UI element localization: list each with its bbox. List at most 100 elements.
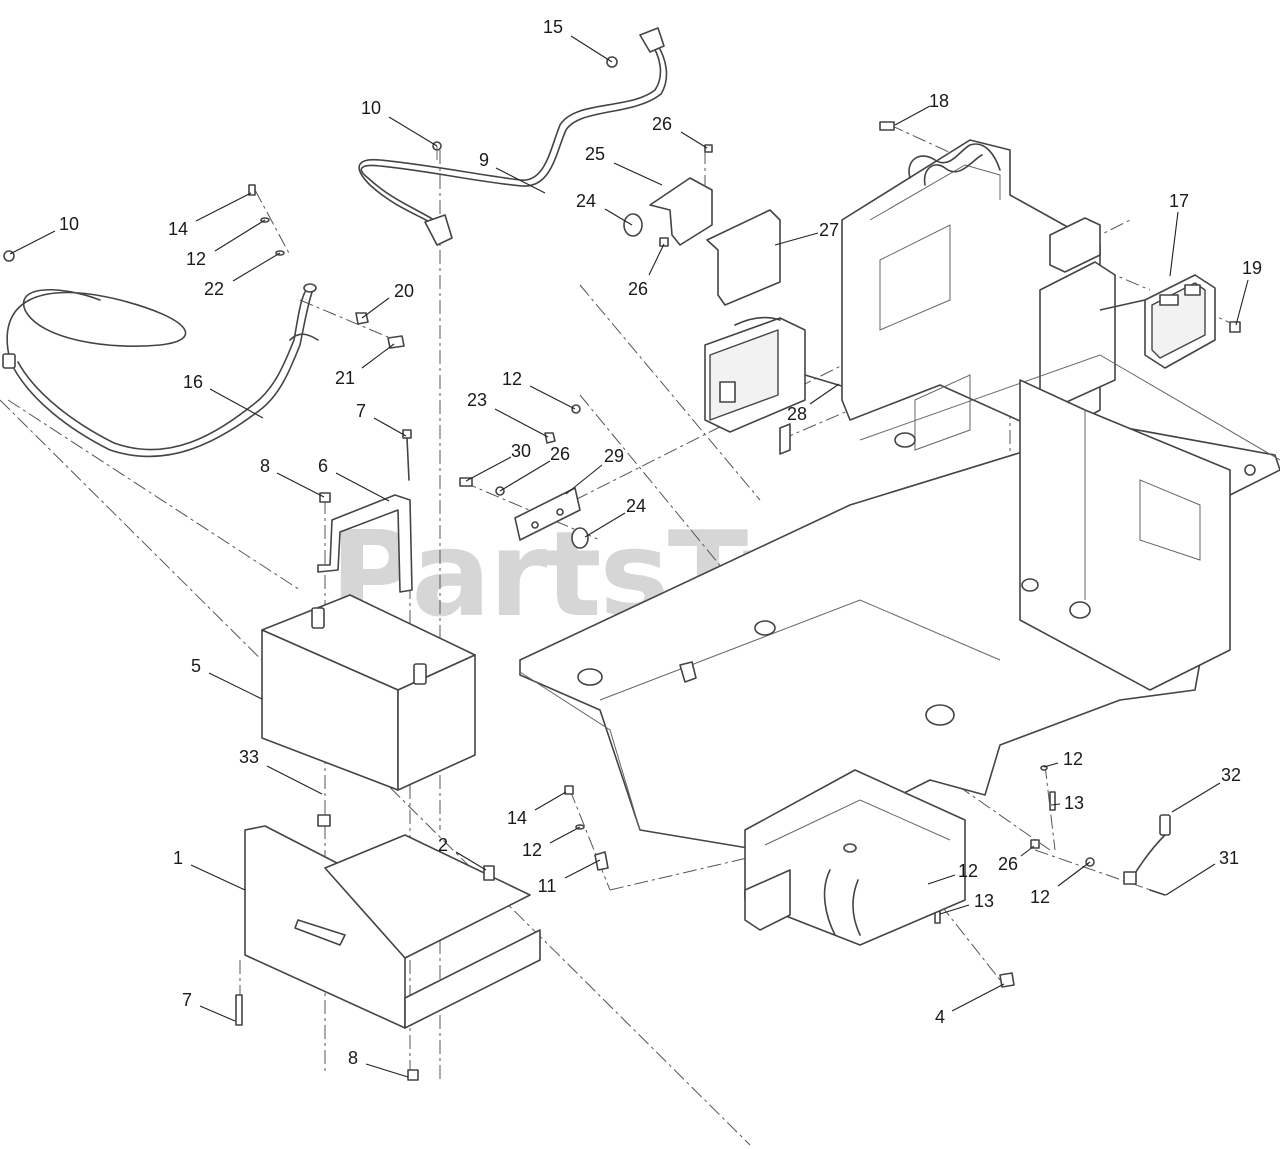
callout-number: 1 [173, 848, 183, 868]
callout-leader [774, 232, 819, 246]
callout-c2: 2 [438, 835, 487, 871]
callout-number: 20 [394, 281, 414, 301]
callout-c17: 17 [1169, 191, 1189, 277]
battery-hold-down-6 [317, 494, 413, 593]
callout-c23: 23 [467, 390, 549, 438]
callout-leader [927, 874, 956, 885]
callout-leader [9, 230, 56, 255]
callout-leader [494, 408, 549, 438]
callout-c7a: 7 [356, 401, 407, 437]
cover-27 [706, 209, 781, 306]
callout-c15: 15 [543, 17, 613, 63]
callout-c12b: 12 [502, 369, 576, 410]
callout-c9: 9 [479, 150, 546, 194]
callout-number: 7 [356, 401, 366, 421]
callout-leader [564, 859, 601, 879]
callout-c14b: 14 [507, 791, 567, 828]
callout-c13b: 13 [939, 891, 994, 915]
callout-c20: 20 [361, 281, 414, 319]
callout-number: 28 [787, 404, 807, 424]
callout-number: 24 [626, 496, 646, 516]
callout-c12f: 12 [1030, 861, 1091, 907]
callout-number: 14 [507, 808, 527, 828]
callout-number: 10 [59, 214, 79, 234]
callout-leader [232, 252, 281, 282]
callout-number: 23 [467, 390, 487, 410]
callout-leader [361, 343, 395, 369]
callout-c10b: 10 [9, 214, 79, 255]
callout-number: 13 [1064, 793, 1084, 813]
callout-number: 26 [628, 279, 648, 299]
callout-c14a: 14 [168, 192, 252, 239]
callout-leader [276, 472, 325, 498]
callout-leader [1235, 279, 1249, 326]
callout-number: 26 [550, 444, 570, 464]
callout-c31: 31 [1165, 848, 1239, 896]
callout-c21: 21 [335, 343, 395, 388]
callout-number: 32 [1221, 765, 1241, 785]
callout-number: 12 [502, 369, 522, 389]
callout-c19: 19 [1235, 258, 1262, 326]
callout-c10a: 10 [361, 98, 438, 147]
callout-leader [1020, 845, 1035, 857]
callout-c26c: 26 [499, 444, 570, 492]
callout-number: 25 [585, 144, 605, 164]
callout-number: 24 [576, 191, 596, 211]
callout-number: 12 [958, 861, 978, 881]
bracket-25 [623, 177, 713, 246]
battery-cable-9 [358, 27, 668, 246]
callout-number: 26 [998, 854, 1018, 874]
callout-leader [209, 388, 264, 419]
callout-leader [195, 192, 252, 222]
callout-number: 12 [1063, 749, 1083, 769]
callout-number: 2 [438, 835, 448, 855]
callout-leader [894, 105, 931, 126]
callout-leader [648, 243, 665, 276]
callout-c26d: 26 [998, 845, 1035, 874]
callout-number: 21 [335, 368, 355, 388]
callout-leader [335, 472, 390, 502]
controller-28 [704, 316, 846, 433]
callout-number: 12 [522, 840, 542, 860]
callout-c33: 33 [239, 747, 323, 795]
callout-c24b: 24 [584, 496, 646, 538]
callout-leader [266, 765, 323, 795]
callout-c30: 30 [465, 441, 531, 482]
callout-number: 12 [186, 249, 206, 269]
callout-leader [613, 162, 663, 186]
callout-c11: 11 [538, 859, 601, 896]
callout-leader [604, 208, 633, 226]
callout-leader [465, 456, 512, 482]
clip-2 [483, 865, 495, 881]
sensor-cable-32 [1123, 814, 1171, 885]
callout-c26a: 26 [652, 114, 708, 149]
callout-leader [1165, 863, 1216, 896]
callout-c12c: 12 [522, 826, 581, 860]
callout-number: 8 [348, 1048, 358, 1068]
callout-leader [565, 464, 603, 495]
callout-number: 15 [543, 17, 563, 37]
callout-c28: 28 [787, 383, 840, 424]
callout-number: 10 [361, 98, 381, 118]
battery-tray-1 [244, 825, 541, 1029]
callout-number: 9 [479, 150, 489, 170]
callout-leader [570, 35, 613, 63]
battery-5 [261, 594, 476, 791]
callout-number: 8 [260, 456, 270, 476]
callout-leader [809, 383, 840, 405]
callout-leader [951, 983, 1005, 1012]
callout-c16: 16 [183, 372, 264, 419]
callout-leader [365, 1063, 409, 1078]
callout-c4: 4 [935, 983, 1005, 1027]
callout-c25: 25 [585, 144, 663, 186]
callout-number: 4 [935, 1007, 945, 1027]
callout-number: 11 [538, 876, 557, 896]
callout-number: 18 [929, 91, 949, 111]
callout-leader [529, 385, 576, 410]
callout-number: 33 [239, 747, 259, 767]
callout-leader [361, 297, 390, 319]
callout-leader [534, 791, 567, 811]
hardware [235, 121, 1241, 1081]
